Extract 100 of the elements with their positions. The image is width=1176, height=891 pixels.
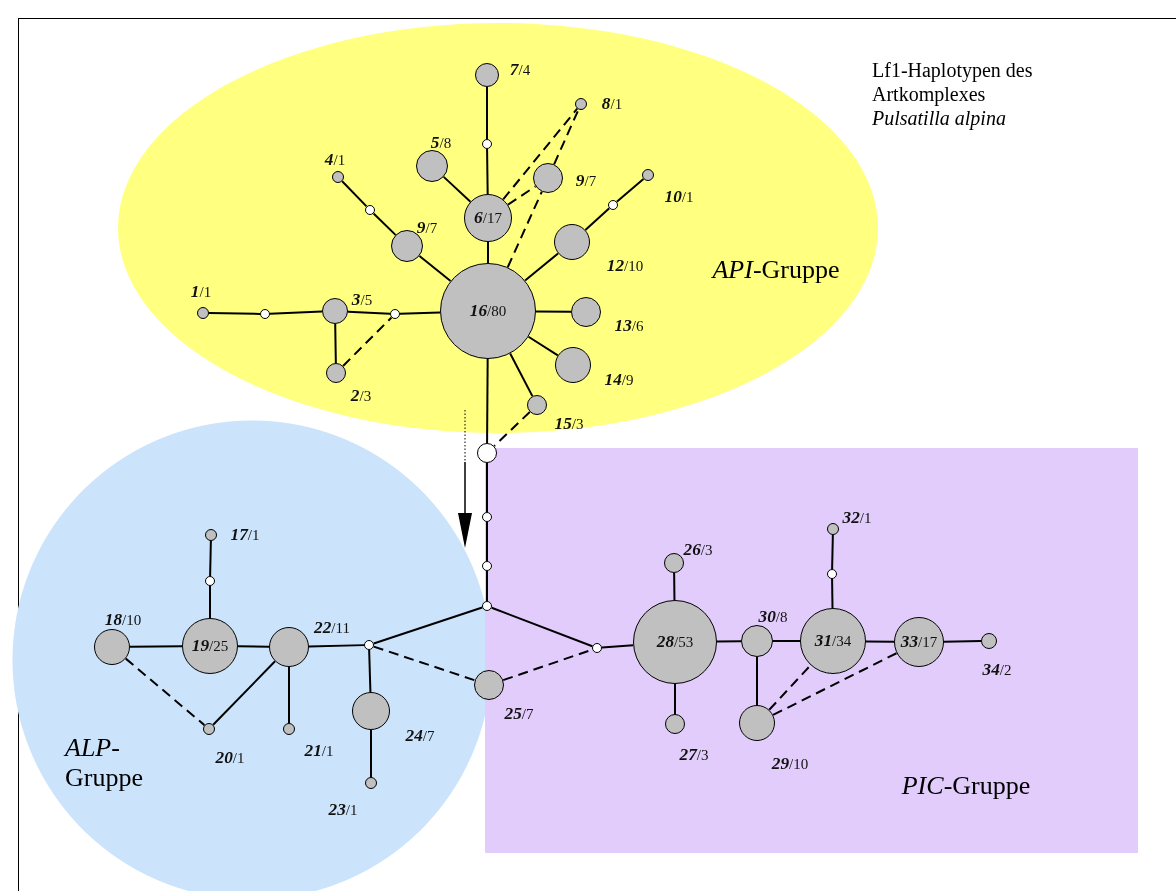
haplotype-label: 8/1 bbox=[601, 94, 623, 114]
haplotype-label: 18/10 bbox=[104, 610, 142, 630]
haplotype-label: 9/7 bbox=[416, 218, 438, 238]
haplotype-circle bbox=[326, 363, 346, 383]
haplotype-circle bbox=[94, 629, 130, 665]
group-label: API-Gruppe bbox=[712, 255, 840, 285]
network-link bbox=[506, 185, 537, 206]
network-link bbox=[308, 644, 365, 648]
network-link bbox=[502, 107, 579, 201]
network-link bbox=[486, 148, 489, 195]
haplotype-label: 23/1 bbox=[328, 800, 358, 820]
network-link bbox=[237, 645, 270, 648]
haplotype-circle bbox=[416, 150, 448, 182]
haplotype-circle bbox=[352, 692, 390, 730]
network-link bbox=[601, 644, 635, 649]
haplotype-label: 10/1 bbox=[664, 187, 694, 207]
network-link bbox=[756, 656, 758, 706]
network-link bbox=[716, 640, 742, 643]
median-vector-dot bbox=[260, 309, 270, 319]
network-link bbox=[524, 252, 560, 282]
haplotype-label: 7/4 bbox=[509, 60, 531, 80]
haplotype-circle bbox=[182, 618, 238, 674]
network-link bbox=[399, 311, 441, 315]
haplotype-circle bbox=[527, 395, 547, 415]
haplotype-circle bbox=[475, 63, 499, 87]
haplotype-label: 9/7 bbox=[575, 171, 597, 191]
haplotype-circle bbox=[283, 723, 295, 735]
median-vector-dot bbox=[608, 200, 618, 210]
network-link bbox=[486, 86, 488, 140]
network-link bbox=[527, 335, 559, 357]
haplotype-circle bbox=[322, 298, 348, 324]
haplotype-label: 29/10 bbox=[771, 754, 809, 774]
network-link bbox=[372, 212, 397, 236]
haplotype-label: 14/9 bbox=[604, 370, 634, 390]
network-link bbox=[490, 606, 594, 648]
haplotype-circle bbox=[332, 171, 344, 183]
haplotype-label: 17/1 bbox=[230, 525, 260, 545]
haplotype-label: 22/11 bbox=[314, 618, 350, 638]
haplotype-label: 28/53 bbox=[656, 632, 694, 652]
haplotype-circle bbox=[741, 625, 773, 657]
haplotype-label: 32/1 bbox=[842, 508, 872, 528]
haplotype-label: 24/7 bbox=[405, 726, 435, 746]
haplotype-label: 4/1 bbox=[324, 150, 346, 170]
network-link bbox=[368, 649, 372, 693]
haplotype-circle bbox=[739, 705, 775, 741]
network-link bbox=[772, 640, 801, 642]
network-link bbox=[372, 645, 476, 682]
network-link bbox=[535, 310, 572, 313]
median-vector-dot bbox=[365, 205, 375, 215]
network-link bbox=[129, 645, 183, 648]
network-link bbox=[486, 570, 488, 602]
network-link bbox=[493, 410, 531, 448]
network-link bbox=[831, 534, 834, 570]
group-area bbox=[485, 448, 1138, 853]
network-link bbox=[831, 578, 834, 609]
network-link bbox=[674, 683, 676, 715]
median-vector-dot bbox=[205, 576, 215, 586]
haplotype-label: 1/1 bbox=[190, 282, 212, 302]
haplotype-circle bbox=[365, 777, 377, 789]
haplotype-label: 13/6 bbox=[614, 316, 644, 336]
median-vector-dot bbox=[592, 643, 602, 653]
network-link bbox=[673, 572, 676, 601]
network-link bbox=[442, 175, 472, 203]
haplotype-label: 30/8 bbox=[758, 607, 788, 627]
group-label: ALP- Gruppe bbox=[65, 733, 143, 793]
median-vector-dot bbox=[364, 640, 374, 650]
network-link bbox=[288, 666, 290, 724]
haplotype-label: 31/34 bbox=[814, 631, 852, 651]
haplotype-label: 5/8 bbox=[430, 133, 452, 153]
network-link bbox=[772, 652, 898, 716]
network-link bbox=[553, 108, 580, 166]
haplotype-label: 19/25 bbox=[191, 636, 229, 656]
haplotype-circle bbox=[894, 617, 944, 667]
network-link bbox=[341, 180, 368, 208]
haplotype-circle bbox=[554, 224, 590, 260]
network-link bbox=[209, 585, 211, 619]
haplotype-circle bbox=[571, 297, 601, 327]
median-vector-dot bbox=[477, 443, 497, 463]
network-link bbox=[208, 312, 261, 315]
haplotype-label: 26/3 bbox=[683, 540, 713, 560]
network-link bbox=[124, 657, 206, 727]
haplotype-circle bbox=[827, 523, 839, 535]
network-link bbox=[506, 190, 543, 269]
network-link bbox=[486, 462, 488, 513]
haplotype-label: 33/17 bbox=[900, 632, 938, 652]
haplotype-circle bbox=[981, 633, 997, 649]
haplotype-circle bbox=[474, 670, 504, 700]
haplotype-label: 12/10 bbox=[606, 256, 644, 276]
network-link bbox=[334, 323, 337, 364]
haplotype-circle bbox=[665, 714, 685, 734]
haplotype-circle bbox=[642, 169, 654, 181]
network-link bbox=[418, 255, 452, 282]
network-link bbox=[768, 664, 812, 711]
network-link bbox=[487, 241, 489, 264]
group-label: PIC-Gruppe bbox=[901, 771, 1031, 801]
network-link bbox=[509, 352, 534, 398]
network-link bbox=[486, 521, 488, 562]
network-link bbox=[486, 358, 489, 444]
network-link bbox=[615, 177, 645, 203]
haplotype-circle bbox=[664, 553, 684, 573]
